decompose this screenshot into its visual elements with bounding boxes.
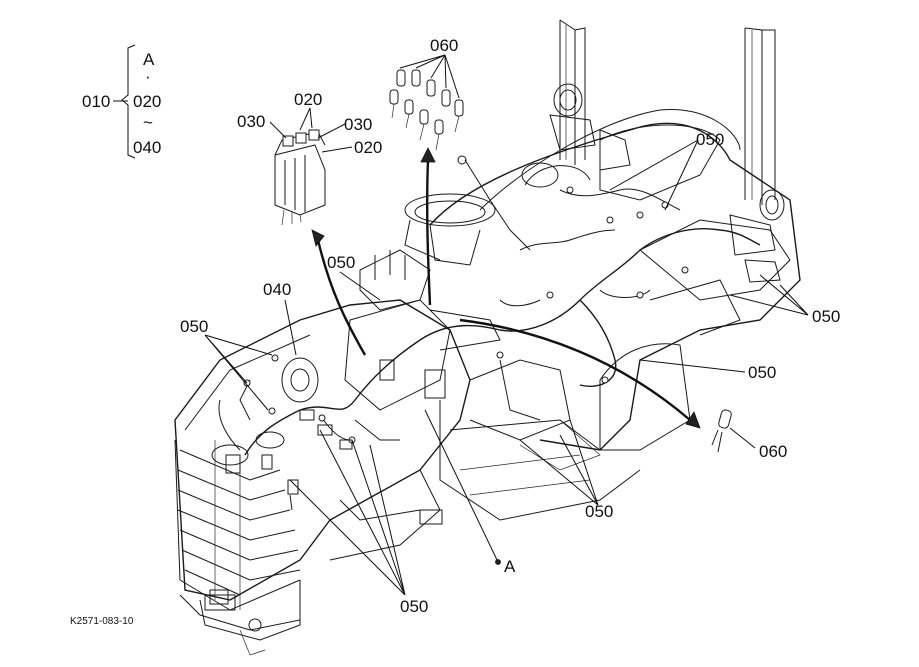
- bulb-set-detail: [389, 54, 464, 151]
- rear-body: [429, 108, 801, 471]
- label-bulb-060-right: 060: [759, 442, 787, 461]
- rops-frame: [559, 19, 776, 205]
- label-point-a: A: [504, 557, 516, 576]
- tractor-illustration: [174, 19, 801, 656]
- label-harness-050-center: 050: [327, 253, 355, 272]
- label-harness-050-bottom: 050: [400, 597, 428, 616]
- label-bulbs-060-top: 060: [430, 36, 458, 55]
- wiring-harness: [218, 186, 761, 456]
- center-components: [209, 249, 641, 605]
- engine-hood: [174, 299, 471, 656]
- label-harness-050-right-a: 050: [812, 307, 840, 326]
- label-part-040: 040: [263, 280, 291, 299]
- leader-arrows: [311, 147, 701, 429]
- callout-labels: A · 010 020 ~ 040 020 030 030 020 060 05…: [70, 36, 840, 627]
- drawing-number: K2571-083-10: [70, 616, 134, 627]
- group-bracket: [113, 44, 136, 159]
- label-harness-050-left: 050: [180, 317, 208, 336]
- label-relay-030-left: 030: [237, 112, 265, 131]
- callout-leaders: [204, 107, 809, 596]
- label-group-040: 040: [133, 138, 161, 157]
- rear-lamps: [549, 83, 785, 283]
- label-harness-050-upper-right: 050: [696, 130, 724, 149]
- label-relay-030-right: 030: [344, 115, 372, 134]
- label-harness-050-center-bottom: 050: [585, 502, 613, 521]
- label-group-parent: 010: [82, 92, 110, 111]
- label-group-020: 020: [133, 92, 161, 111]
- bulb-right-detail: [711, 409, 732, 453]
- relay-block-detail: [274, 129, 326, 226]
- label-harness-050-right-b: 050: [748, 363, 776, 382]
- label-a-top: A: [143, 50, 155, 69]
- label-group-range: ~: [143, 113, 153, 132]
- steering-area: [404, 155, 531, 266]
- label-relay-020-right: 020: [354, 138, 382, 157]
- front-connectors: [225, 409, 353, 511]
- label-a-dot: ·: [145, 67, 151, 86]
- label-relay-020-top: 020: [294, 90, 322, 109]
